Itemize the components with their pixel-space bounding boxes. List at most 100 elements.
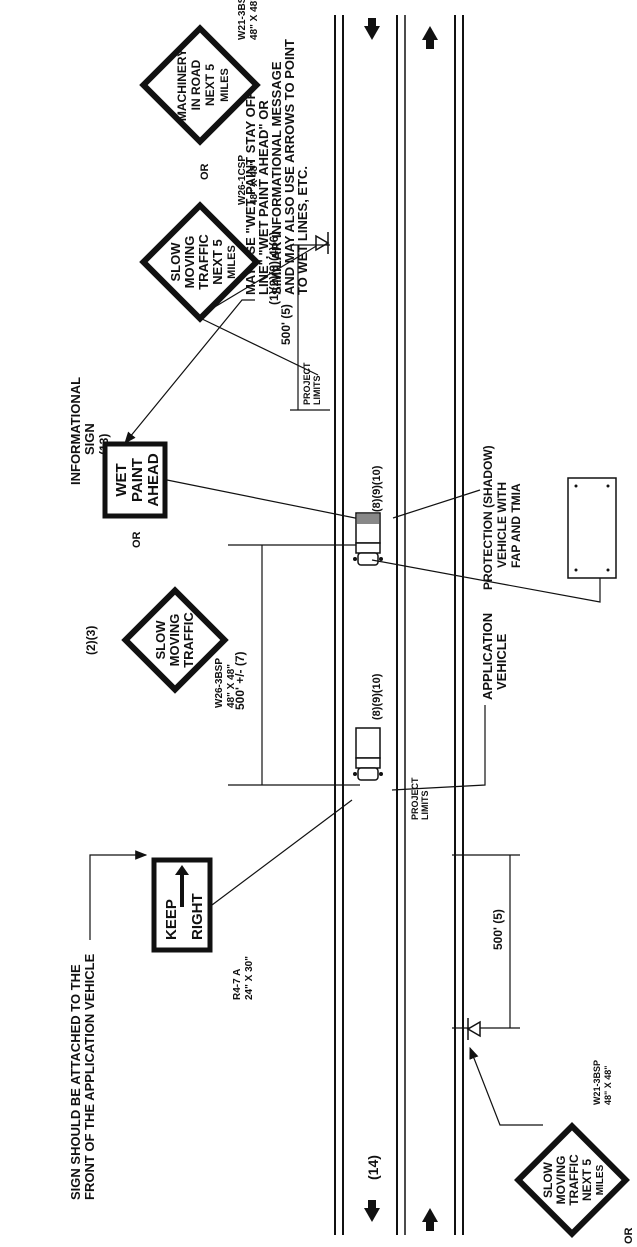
or-label: OR [199, 163, 211, 180]
svg-text:SLOW: SLOW [541, 1161, 555, 1198]
sign-slow-moving-traffic: SLOW MOVING TRAFFIC [121, 586, 229, 694]
lane-ref: (14) [365, 1155, 381, 1180]
leader-line [391, 705, 486, 791]
svg-text:WET: WET [113, 463, 130, 496]
dimension-label: 500' +/- (7) [233, 651, 247, 710]
sign-machinery-in-road: MACHINERY IN ROAD NEXT 5 MILES [139, 24, 261, 146]
sign-post-icon [466, 1018, 481, 1040]
sign-slow-moving-next5: SLOW MOVING TRAFFIC NEXT 5 MILES [139, 201, 261, 323]
svg-text:SLOW: SLOW [168, 242, 183, 282]
svg-text:MILES: MILES [595, 1164, 606, 1195]
arrow-down-icon [364, 18, 380, 40]
svg-text:VEHICLE: VEHICLE [494, 633, 509, 690]
protection-vehicle-label: PROTECTION (SHADOW) VEHICLE WITH FAP AND… [481, 445, 523, 590]
svg-text:NEXT 5: NEXT 5 [580, 1159, 594, 1201]
arrow-board-icon [567, 477, 617, 579]
sign-wet-paint-ahead: WET PAINT AHEAD [102, 441, 168, 519]
svg-text:PAINT: PAINT [129, 458, 146, 502]
leader-line [89, 850, 148, 940]
leader-line [392, 489, 481, 519]
application-vehicle [353, 727, 383, 781]
sign-code-r4-7a: R4-7 A 24" X 30" [232, 956, 255, 1000]
arrow-up-icon [422, 26, 438, 49]
dimension-middle [228, 544, 360, 786]
sign-refs: (2)(3) [84, 626, 98, 655]
svg-text:W21-3BSP: W21-3BSP [592, 1060, 602, 1105]
svg-text:SIGN SHOULD BE ATTACHED TO THE: SIGN SHOULD BE ATTACHED TO THE [68, 964, 83, 1200]
dimension-upper [290, 244, 330, 411]
svg-text:PROTECTION (SHADOW): PROTECTION (SHADOW) [481, 445, 495, 590]
leader-line [166, 479, 366, 521]
svg-text:W26-3BSP: W26-3BSP [214, 658, 225, 708]
svg-text:48" X 48": 48" X 48" [249, 161, 260, 205]
sign-code-w26-1csp: W26-1CSP 48" X 48" [237, 155, 260, 205]
svg-text:MILES: MILES [219, 68, 231, 102]
project-limits-lower: PROJECT LIMITS [410, 777, 430, 820]
svg-text:SIGN: SIGN [82, 423, 97, 455]
svg-text:SLOW: SLOW [153, 620, 168, 660]
svg-text:MOVING: MOVING [554, 1156, 568, 1205]
sign-code-w21-3bsp-lower: W21-3BSP 48" X 48" [592, 1060, 613, 1105]
protection-vehicle [353, 512, 383, 566]
wet-paint-note: MAY USE "WET PAINT STAY OFF LINE","WET P… [243, 39, 310, 295]
svg-text:TRAFFIC: TRAFFIC [196, 234, 211, 290]
note-line: SIMILAR INFORMATIONAL MESSAGE [269, 61, 284, 295]
leader-line [371, 559, 601, 603]
truck-refs: (8)(9)(10) [371, 673, 383, 720]
project-limits-upper: PROJECT LIMITS [302, 362, 322, 405]
note-line: AND MAY ALSO USE ARROWS TO POINT [282, 39, 297, 295]
svg-text:LIMITS: LIMITS [420, 791, 430, 821]
svg-text:INFORMATIONAL: INFORMATIONAL [68, 377, 83, 485]
svg-text:W26-1CSP: W26-1CSP [237, 155, 248, 205]
or-label: OR [131, 531, 143, 548]
direction-arrows [364, 18, 438, 1231]
svg-text:24" X 30": 24" X 30" [244, 956, 255, 1000]
dimension-label: 500' (5) [279, 304, 293, 345]
sign-code-w26-3bsp: W26-3BSP 48" X 48" [214, 658, 237, 708]
arrow-down-icon [364, 1200, 380, 1222]
svg-text:KEEP: KEEP [163, 899, 180, 940]
svg-text:MILES: MILES [226, 245, 238, 279]
svg-text:R4-7 A: R4-7 A [232, 969, 243, 1000]
svg-text:48" X 48": 48" X 48" [603, 1065, 613, 1105]
svg-text:MACHINERY: MACHINERY [175, 49, 189, 121]
svg-text:PROJECT: PROJECT [302, 362, 312, 405]
sign-slow-moving-lower: SLOW MOVING TRAFFIC NEXT 5 MILES [514, 1122, 630, 1238]
dimension-label: 500' (5) [491, 909, 505, 950]
svg-text:APPLICATION: APPLICATION [480, 613, 495, 700]
leader-line [211, 799, 353, 906]
arrow-right-icon [175, 865, 189, 907]
svg-text:FAP AND TMIA: FAP AND TMIA [509, 483, 523, 568]
svg-text:VEHICLE WITH: VEHICLE WITH [495, 482, 509, 568]
note-line: TO WET LINES, ETC. [295, 166, 310, 295]
arrow-up-icon [422, 1208, 438, 1231]
or-label: OR [623, 1227, 635, 1244]
leader-line [197, 316, 319, 376]
leader-line [124, 299, 255, 444]
note-line: MAY USE "WET PAINT STAY OFF [243, 91, 258, 295]
svg-text:TRAFFIC: TRAFFIC [181, 612, 196, 668]
leader-line [469, 1046, 543, 1126]
svg-text:AHEAD: AHEAD [145, 453, 162, 507]
svg-text:48" X 48": 48" X 48" [249, 0, 260, 40]
svg-text:48" X 48": 48" X 48" [226, 664, 237, 708]
svg-text:RIGHT: RIGHT [189, 893, 206, 940]
application-vehicle-label: APPLICATION VEHICLE [480, 613, 509, 700]
svg-text:PROJECT: PROJECT [410, 777, 420, 820]
svg-text:W21-3BSP: W21-3BSP [237, 0, 248, 40]
dimension-lower [452, 854, 520, 1029]
svg-text:FRONT OF THE APPLICATION VEHIC: FRONT OF THE APPLICATION VEHICLE [82, 953, 97, 1200]
svg-text:LIMITS: LIMITS [312, 376, 322, 406]
note-line: LINE","WET PAINT AHEAD" OR [256, 100, 271, 295]
svg-text:NEXT 5: NEXT 5 [203, 64, 217, 106]
svg-text:MOVING: MOVING [182, 236, 197, 289]
svg-text:IN ROAD: IN ROAD [189, 59, 203, 110]
truck-refs: (8)(9)(10) [371, 465, 383, 512]
sign-code-w21-3bsp: W21-3BSP 48" X 48" [237, 0, 260, 40]
svg-text:TRAFFIC: TRAFFIC [567, 1154, 581, 1206]
svg-text:NEXT 5: NEXT 5 [210, 239, 225, 285]
sign-refs: (1)(2)(3)(4)(6) [267, 232, 281, 305]
svg-text:MOVING: MOVING [167, 614, 182, 667]
sign-keep-right: KEEP RIGHT [151, 857, 213, 953]
